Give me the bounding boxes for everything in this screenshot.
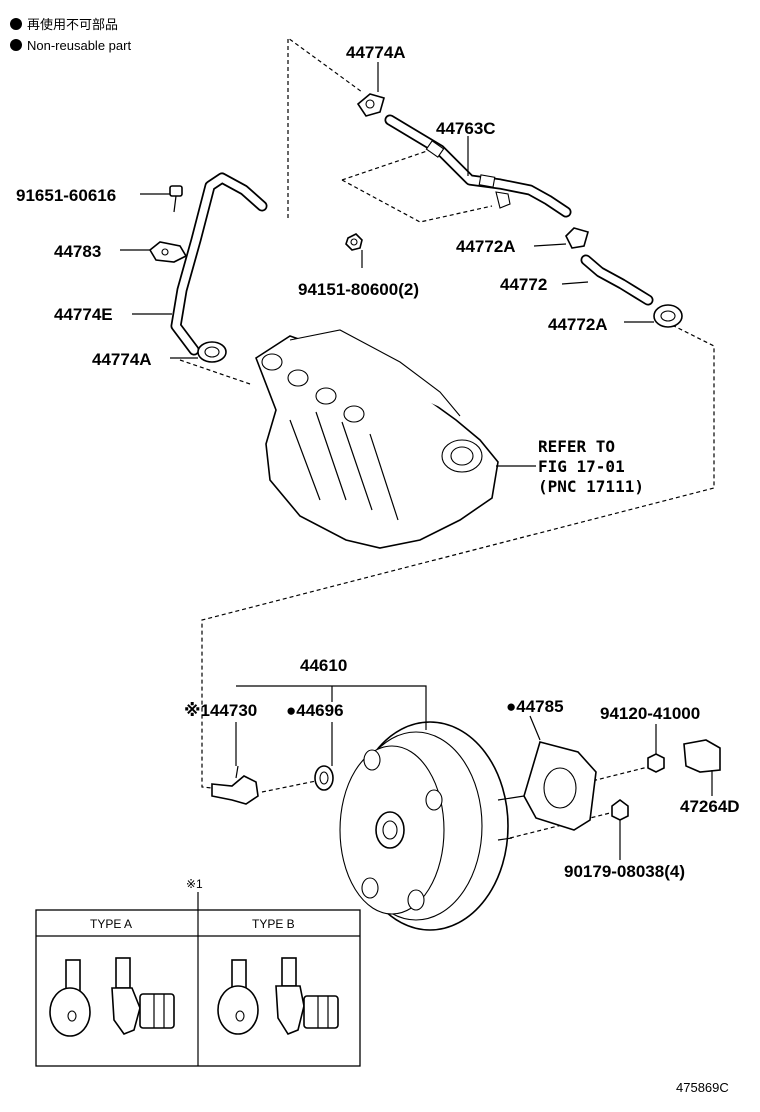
grommet-44696 [314, 765, 334, 791]
hose-44774e [170, 172, 268, 356]
label-44730: ※144730 [184, 701, 257, 720]
nut-94120 [647, 753, 665, 773]
label-90179: 90179-08038(4) [564, 862, 685, 881]
type-a-label: TYPE A [90, 917, 132, 931]
label-44774e: 44774E [54, 305, 113, 324]
legend-line-japanese: 再使用不可部品 [27, 17, 118, 32]
refer-line-2: FIG 17-01 [538, 457, 625, 476]
type-b-valve [217, 957, 339, 1035]
label-44772: 44772 [500, 275, 547, 294]
label-44610: 44610 [300, 656, 347, 675]
legend-bullet-icon [10, 39, 22, 51]
label-44785: ●44785 [506, 697, 564, 716]
label-44774a-top: 44774A [346, 43, 406, 62]
type-b-label: TYPE B [252, 917, 295, 931]
type-a-valve [49, 957, 175, 1037]
leader-lines [120, 62, 713, 860]
check-valve-44730 [211, 765, 259, 805]
legend-bullet-icon [10, 18, 22, 30]
label-94120: 94120-41000 [600, 704, 700, 723]
part-labels: 44774A 44763C 91651-60616 44783 94151-80… [16, 43, 740, 881]
bolt-91651 [169, 185, 183, 213]
gasket-44785 [523, 741, 597, 831]
label-44772a-lower: 44772A [548, 315, 608, 334]
hose-44772 [580, 254, 654, 306]
refer-line-3: (PNC 17111) [538, 477, 644, 496]
diagram-id: 475869C [676, 1080, 729, 1095]
nut-90179 [611, 799, 629, 821]
label-94151: 94151-80600(2) [298, 280, 419, 299]
clamp-44774a-left [197, 341, 227, 363]
label-44763c: 44763C [436, 119, 496, 138]
clamp-44772a-lower [653, 304, 683, 328]
clip-44774a-top [356, 93, 385, 117]
inset-note: ※1 [186, 877, 203, 891]
bracket-47264d [683, 739, 721, 773]
hose-44763c [384, 114, 572, 218]
type-inset: ※1 TYPE A TYPE B [35, 877, 361, 1067]
legend-line-english: Non-reusable part [27, 38, 131, 53]
refer-note: REFER TO FIG 17-01 (PNC 17111) [538, 437, 644, 496]
refer-line-1: REFER TO [538, 437, 615, 456]
label-44696: ●44696 [286, 701, 344, 720]
label-91651: 91651-60616 [16, 186, 116, 205]
bracket-44783 [148, 241, 188, 263]
label-47264d: 47264D [680, 797, 740, 816]
intake-manifold [255, 329, 499, 549]
legend: 再使用不可部品 Non-reusable part [10, 17, 131, 53]
brake-booster [339, 721, 525, 931]
label-44774a-left: 44774A [92, 350, 152, 369]
clip-44772a-upper [565, 227, 589, 249]
label-44783: 44783 [54, 242, 101, 261]
label-44772a-upper: 44772A [456, 237, 516, 256]
nut-94151 [345, 233, 363, 251]
